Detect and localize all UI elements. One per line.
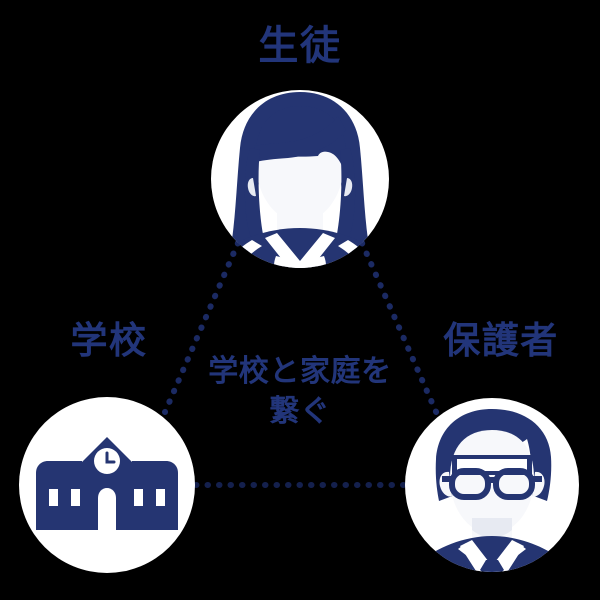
node-guardian[interactable] bbox=[400, 398, 584, 600]
female-student-avatar-icon bbox=[211, 92, 389, 268]
node-label-student: 生徒 bbox=[258, 23, 342, 69]
center-caption-line-2: 繋ぐ bbox=[269, 393, 331, 429]
connector-student-guardian bbox=[359, 240, 440, 417]
school-building-icon bbox=[36, 437, 178, 530]
connector-student-school bbox=[162, 240, 241, 415]
node-label-guardian: 保護者 bbox=[443, 319, 559, 362]
node-school[interactable] bbox=[19, 397, 195, 573]
node-student[interactable] bbox=[192, 90, 408, 300]
node-label-school: 学校 bbox=[70, 319, 148, 362]
center-caption: 学校と家庭を 繋ぐ bbox=[180, 352, 420, 431]
center-caption-line-1: 学校と家庭を bbox=[208, 354, 392, 389]
parent-man-with-glasses-avatar-icon bbox=[405, 409, 579, 572]
